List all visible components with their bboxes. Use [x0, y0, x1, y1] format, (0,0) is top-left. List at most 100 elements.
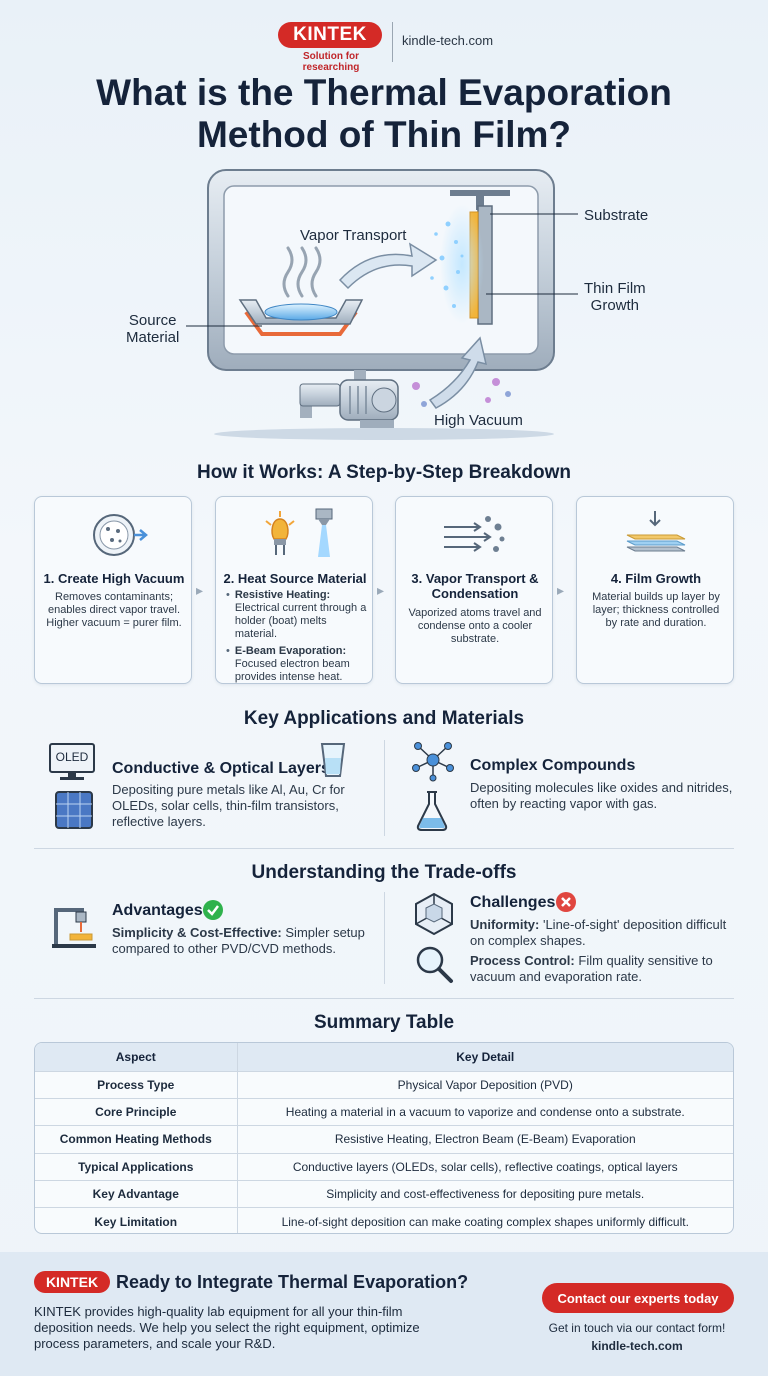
challenges-process: Process Control: Film quality sensitive … — [470, 953, 740, 985]
label-source-line-1: Source — [128, 312, 177, 329]
film-layers-icon — [626, 511, 686, 552]
step-arrow-3: ▸ — [557, 582, 565, 598]
label-thin-film: Thin Film Growth — [584, 280, 646, 314]
magnifier-icon — [416, 946, 453, 983]
challenges-uniformity: Uniformity: 'Line-of-sight' deposition d… — [470, 917, 740, 949]
step-card-3: 3. Vapor Transport & Condensation Vapori… — [395, 496, 553, 684]
molecule-icon — [412, 742, 454, 782]
crystal-icon — [415, 892, 453, 936]
cross-icon — [556, 892, 576, 912]
table-cell-detail: Line-of-sight deposition can make coatin… — [237, 1207, 733, 1233]
step-1-title: 1. Create High Vacuum — [43, 571, 185, 586]
step-4-title: 4. Film Growth — [610, 571, 702, 586]
page-title-line-2: Method of Thin Film? — [196, 114, 572, 155]
footer-site-link[interactable]: kindle-tech.com — [591, 1339, 683, 1353]
label-substrate: Substrate — [584, 207, 649, 224]
label-thin-film-line-1: Thin Film — [584, 280, 646, 297]
table-header-detail: Key Detail — [237, 1043, 733, 1071]
evaporation-chamber-diagram — [186, 169, 578, 440]
oled-label: OLED — [55, 750, 89, 764]
footer-body: KINTEK provides high-quality lab equipme… — [34, 1304, 420, 1351]
table-cell-aspect: Process Type — [35, 1070, 238, 1099]
contact-note-text: Get in touch via our contact form! — [548, 1321, 726, 1335]
applications-divider — [384, 740, 385, 836]
step-2-bullet-2: • E-Beam Evaporation: Focused electron b… — [226, 645, 350, 683]
step-arrow-1: ▸ — [196, 582, 204, 598]
glass-icon — [320, 743, 346, 777]
label-source-line-2: Material — [126, 329, 180, 346]
app-left-title: Conductive & Optical Layers — [112, 760, 330, 777]
contact-experts-button[interactable]: Contact our experts today — [542, 1283, 734, 1313]
step-2-bullet-1-title: Resistive Heating: — [234, 589, 331, 601]
table-cell-detail: Simplicity and cost-effectiveness for de… — [237, 1180, 733, 1208]
step-2-bullet-2-title: E-Beam Evaporation: — [234, 645, 347, 657]
step-3-title-line-2: Condensation — [431, 586, 519, 601]
site-link[interactable]: kindle-tech.com — [402, 33, 494, 48]
tradeoffs-divider — [384, 892, 385, 984]
step-4-body: Material builds up layer by layer; thick… — [592, 591, 720, 629]
oled-monitor-icon — [49, 743, 95, 780]
step-2-title: 2. Heat Source Material — [223, 571, 367, 586]
page-title-line-1: What is the Thermal Evaporation — [96, 72, 672, 113]
step-2-bullet-2-body: Focused electron beam provides intense h… — [234, 658, 350, 683]
check-icon — [203, 900, 223, 920]
challenges-process-text: Film quality sensitive to vacuum and eva… — [470, 953, 713, 984]
challenges-uniformity-text: 'Line-of-sight' deposition difficult on … — [470, 917, 727, 948]
section-divider-1 — [34, 848, 734, 849]
step-arrow-2: ▸ — [377, 582, 385, 598]
solar-panel-icon — [55, 791, 93, 829]
table-cell-aspect: Key Limitation — [35, 1207, 238, 1233]
flask-icon — [416, 791, 448, 831]
table-header-row: Aspect Key Detail — [35, 1043, 733, 1071]
step-2-bullet-1: • Resistive Heating: Electrical current … — [226, 589, 367, 640]
table-cell-aspect: Common Heating Methods — [35, 1125, 238, 1154]
challenges-title: Challenges — [470, 894, 556, 911]
challenges-process-bold: Process Control: — [470, 953, 575, 968]
app-right-body: Depositing molecules like oxides and nit… — [470, 780, 733, 811]
lamp-icon — [265, 511, 295, 555]
footer-banner — [0, 1252, 768, 1376]
tradeoffs-heading: Understanding the Trade-offs — [251, 862, 517, 883]
footer-logo[interactable]: KINTEK — [34, 1271, 110, 1293]
advantages-bold: Simplicity & Cost-Effective: — [112, 925, 282, 940]
step-card-2: 2. Heat Source Material • Resistive Heat… — [215, 496, 373, 684]
contact-note: Get in touch via our contact form! kindl… — [520, 1319, 754, 1355]
deposition-tool-icon — [52, 908, 96, 948]
table-cell-aspect: Core Principle — [35, 1097, 238, 1126]
step-2-bullet-1-body: Electrical current through a holder (boa… — [234, 602, 367, 640]
app-right-title: Complex Compounds — [470, 757, 636, 774]
vacuum-chamber-icon — [93, 514, 148, 556]
table-header-aspect: Aspect — [35, 1043, 238, 1071]
app-left-body: Depositing pure metals like Al, Au, Cr f… — [112, 782, 345, 829]
header-divider — [392, 22, 393, 62]
steps-heading: How it Works: A Step-by-Step Breakdown — [196, 462, 572, 483]
step-2-body: • Resistive Heating: Electrical current … — [226, 589, 368, 684]
step-card-4: 4. Film Growth Material builds up layer … — [576, 496, 734, 684]
step-card-1: 1. Create High Vacuum Removes contaminan… — [34, 496, 192, 684]
ebeam-icon — [315, 508, 333, 557]
table-cell-detail: Resistive Heating, Electron Beam (E-Beam… — [237, 1125, 733, 1154]
label-high-vacuum: High Vacuum — [434, 412, 523, 429]
table-cell-aspect: Key Advantage — [35, 1180, 238, 1208]
vapor-arrows-icon — [444, 516, 505, 552]
kintek-logo[interactable]: KINTEK — [278, 22, 382, 48]
page-title: What is the Thermal Evaporation Method o… — [0, 72, 768, 156]
step-3-title: 3. Vapor Transport & Condensation — [396, 571, 554, 601]
challenges-uniformity-bold: Uniformity: — [470, 917, 540, 932]
section-divider-2 — [34, 998, 734, 999]
step-3-body: Vaporized atoms travel and condense onto… — [408, 607, 542, 645]
table-cell-detail: Conductive layers (OLEDs, solar cells), … — [237, 1152, 733, 1181]
table-cell-aspect: Typical Applications — [35, 1152, 238, 1181]
label-source: Source Material — [126, 312, 179, 346]
advantages-title: Advantages — [112, 902, 203, 919]
advantages-text: Simpler setup compared to other PVD/CVD … — [112, 925, 365, 956]
label-vapor-transport: Vapor Transport — [300, 227, 407, 244]
step-3-title-line-1: 3. Vapor Transport & — [411, 571, 539, 586]
footer-title: Ready to Integrate Thermal Evaporation? — [116, 1272, 469, 1292]
